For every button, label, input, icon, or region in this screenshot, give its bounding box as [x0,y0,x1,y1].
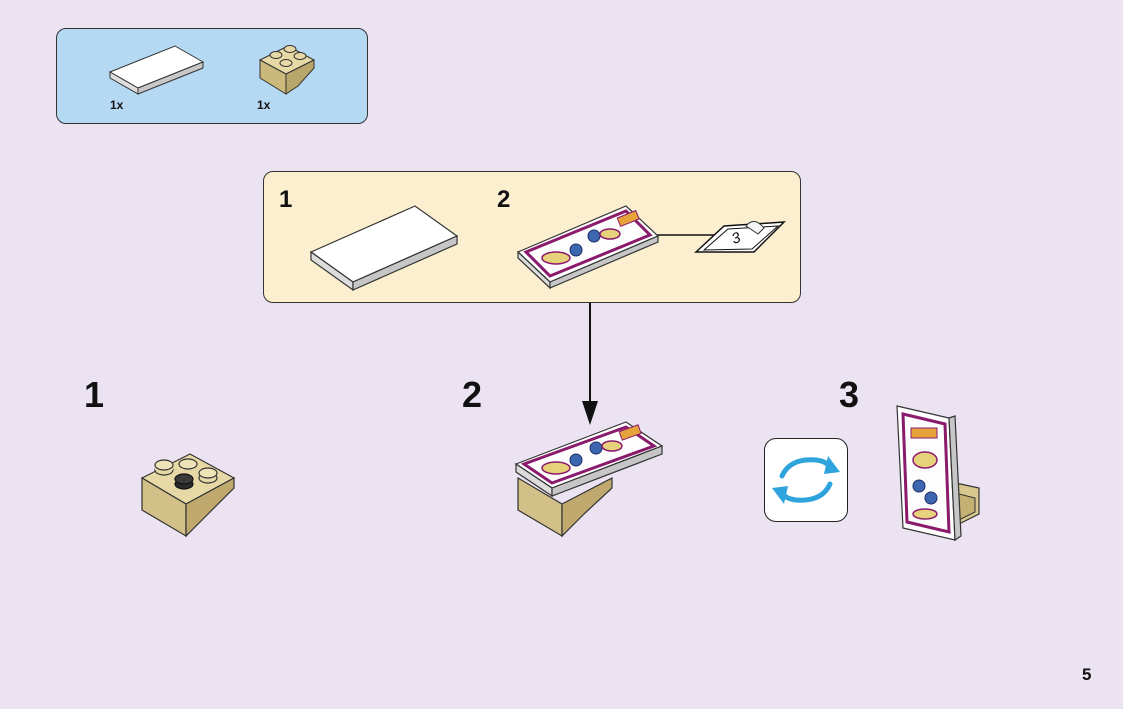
rotate-arrows-icon [772,456,840,504]
tan-slope-brick-icon [140,453,236,538]
sticker-tile-icon [516,205,786,290]
assembled-tile-on-slope-icon [514,421,664,538]
step-number: 3 [839,374,860,415]
step-number: 2 [462,374,483,415]
upright-sticker-tile-icon [896,405,980,542]
part-qty-label: 1x [257,98,271,112]
tan-slope-part-icon [258,45,316,95]
rotate-indicator [764,438,848,522]
white-tile-part-icon [108,45,205,95]
placement-arrow [582,303,598,425]
parts-list-box [56,28,368,124]
subassembly-step-number: 1 [279,186,293,213]
white-tile-icon [309,205,459,292]
subassembly-step-number: 2 [497,186,511,213]
step-number: 1 [84,374,105,415]
page-number: 5 [1082,665,1092,684]
part-qty-label: 1x [110,98,124,112]
